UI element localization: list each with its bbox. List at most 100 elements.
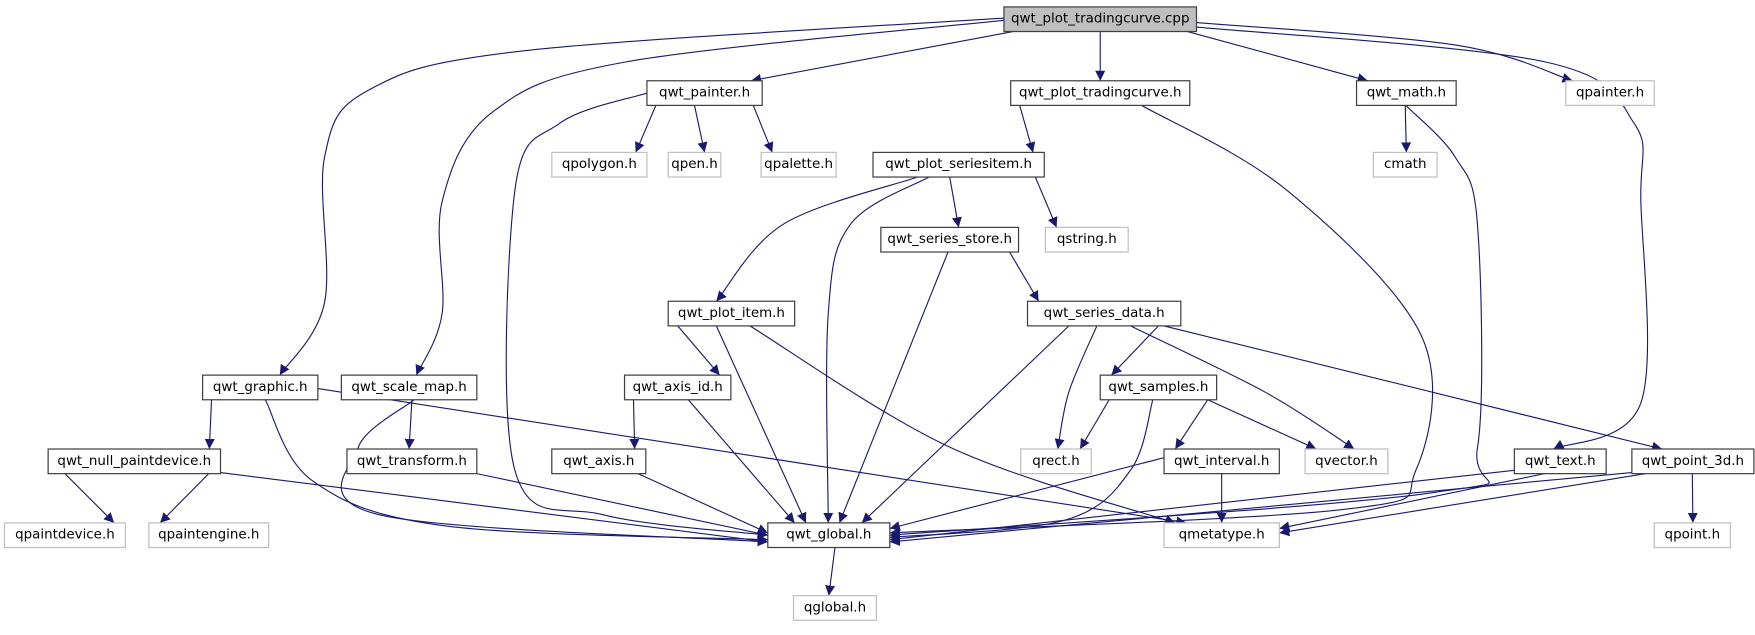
node-label: cmath: [1384, 157, 1426, 172]
node-qpolygon: qpolygon.h: [551, 151, 648, 178]
node-label: qwt_plot_item.h: [678, 306, 785, 321]
node-label: qwt_transform.h: [357, 454, 467, 469]
edge-tch-to-seriesitem: [1019, 105, 1036, 153]
node-box: [1372, 151, 1438, 178]
node-seriesstore[interactable]: qwt_series_store.h: [880, 226, 1020, 253]
node-axis[interactable]: qwt_axis.h: [551, 448, 647, 475]
node-label: qwt_scale_map.h: [351, 380, 466, 395]
edge-math-to-cmath: [1401, 105, 1412, 153]
node-box: [551, 448, 647, 475]
edge-seriesdata-to-qrect: [1054, 325, 1098, 450]
edge-point3d-to-qmetatype: [1279, 473, 1646, 537]
node-global[interactable]: qwt_global.h: [767, 522, 891, 549]
node-label: qwt_painter.h: [659, 86, 750, 101]
edge-seriesitem-to-plotitem: [715, 176, 918, 302]
edge-painter-to-qpen: [693, 105, 708, 153]
node-qglobal: qglobal.h: [792, 595, 877, 621]
node-plotitem[interactable]: qwt_plot_item.h: [667, 300, 796, 327]
edge-axis-to-global: [637, 473, 769, 534]
node-box: [880, 226, 1020, 253]
node-label: qwt_math.h: [1367, 86, 1446, 101]
node-label: qrect.h: [1032, 454, 1079, 469]
node-axisid[interactable]: qwt_axis_id.h: [623, 374, 732, 401]
edge-painter-to-qpolygon: [635, 105, 657, 153]
node-label: qwt_text.h: [1525, 454, 1596, 469]
node-label: qpaintengine.h: [158, 528, 259, 543]
node-label: qpen.h: [671, 157, 718, 172]
edge-plotitem-to-global: [715, 325, 807, 524]
node-label: qwt_plot_seriesitem.h: [885, 157, 1032, 172]
node-label: qwt_plot_tradingcurve.h: [1019, 86, 1182, 101]
node-label: qwt_plot_tradingcurve.cpp: [1011, 12, 1189, 27]
node-qvector: qvector.h: [1304, 448, 1389, 475]
node-box: [1099, 374, 1218, 401]
node-box: [148, 522, 270, 549]
node-label: qwt_graphic.h: [213, 380, 308, 395]
node-nullpd[interactable]: qwt_null_paintdevice.h: [47, 448, 222, 475]
node-label: qwt_global.h: [786, 528, 871, 543]
node-qmetatype: qmetatype.h: [1163, 522, 1280, 549]
edge-axisid-to-global: [687, 399, 796, 524]
node-tch[interactable]: qwt_plot_tradingcurve.h: [1010, 80, 1191, 107]
node-box: [3, 522, 126, 549]
node-box: [760, 151, 837, 178]
node-box: [1010, 80, 1191, 107]
edge-graphic-to-qmetatype: [317, 388, 1187, 527]
node-seriesdata[interactable]: qwt_series_data.h: [1026, 300, 1182, 327]
node-qpaintdevice: qpaintdevice.h: [3, 522, 126, 549]
node-box: [767, 522, 891, 549]
edge-samples-to-global: [889, 399, 1154, 542]
node-math[interactable]: qwt_math.h: [1355, 80, 1457, 107]
node-seriesitem[interactable]: qwt_plot_seriesitem.h: [872, 151, 1045, 178]
edge-point3d-to-qpoint: [1687, 473, 1698, 523]
node-interval[interactable]: qwt_interval.h: [1163, 448, 1280, 475]
edge-nullpd-to-qpaintdevice: [64, 473, 115, 524]
node-box: [551, 151, 648, 178]
node-box: [1565, 80, 1655, 107]
node-label: qwt_interval.h: [1174, 454, 1269, 469]
node-qrect: qrect.h: [1020, 448, 1092, 475]
node-scalemap[interactable]: qwt_scale_map.h: [340, 374, 478, 401]
node-box: [1026, 300, 1182, 327]
node-box: [1163, 522, 1280, 549]
edge-nullpd-to-global: [220, 471, 768, 546]
node-label: qpaintdevice.h: [15, 528, 115, 543]
node-text[interactable]: qwt_text.h: [1513, 448, 1607, 475]
node-qpalette: qpalette.h: [760, 151, 837, 178]
node-box: [1513, 448, 1607, 475]
edge-cpp-to-graphic: [279, 17, 1005, 376]
edge-plotitem-to-axisid: [677, 325, 721, 376]
node-qpaintengine: qpaintengine.h: [148, 522, 270, 549]
node-cpp[interactable]: qwt_plot_tradingcurve.cpp: [1003, 6, 1198, 33]
node-point3d[interactable]: qwt_point_3d.h: [1631, 448, 1755, 475]
node-graphic[interactable]: qwt_graphic.h: [201, 374, 319, 401]
node-label: qmetatype.h: [1179, 528, 1265, 543]
node-box: [346, 448, 478, 475]
node-label: qwt_point_3d.h: [1642, 454, 1744, 469]
edge-seriesstore-to-seriesdata: [1009, 251, 1040, 302]
node-box: [47, 448, 222, 475]
node-painter[interactable]: qwt_painter.h: [646, 80, 763, 107]
node-qpen: qpen.h: [667, 151, 722, 178]
node-transform[interactable]: qwt_transform.h: [346, 448, 478, 475]
node-label: qwt_series_data.h: [1044, 306, 1165, 321]
node-samples[interactable]: qwt_samples.h: [1099, 374, 1218, 401]
edge-seriesitem-to-qstring: [1034, 176, 1058, 228]
node-label: qwt_series_store.h: [887, 232, 1012, 247]
node-box: [1355, 80, 1457, 107]
edge-transform-to-global: [476, 473, 768, 539]
node-label: qpalette.h: [764, 157, 833, 172]
edge-painter-to-global: [505, 92, 768, 539]
edge-point3d-to-global: [889, 471, 1632, 546]
node-label: qwt_null_paintdevice.h: [57, 454, 211, 469]
edge-axisid-to-axis: [629, 399, 640, 450]
edges-layer: [64, 17, 1698, 596]
node-label: qwt_axis_id.h: [633, 380, 723, 395]
edge-global-to-qglobal: [825, 547, 836, 596]
edge-cpp-to-scalemap: [415, 19, 1005, 376]
edge-seriesitem-to-global: [823, 176, 930, 523]
node-box: [667, 300, 796, 327]
node-label: qvector.h: [1315, 454, 1378, 469]
node-label: qstring.h: [1057, 232, 1117, 247]
